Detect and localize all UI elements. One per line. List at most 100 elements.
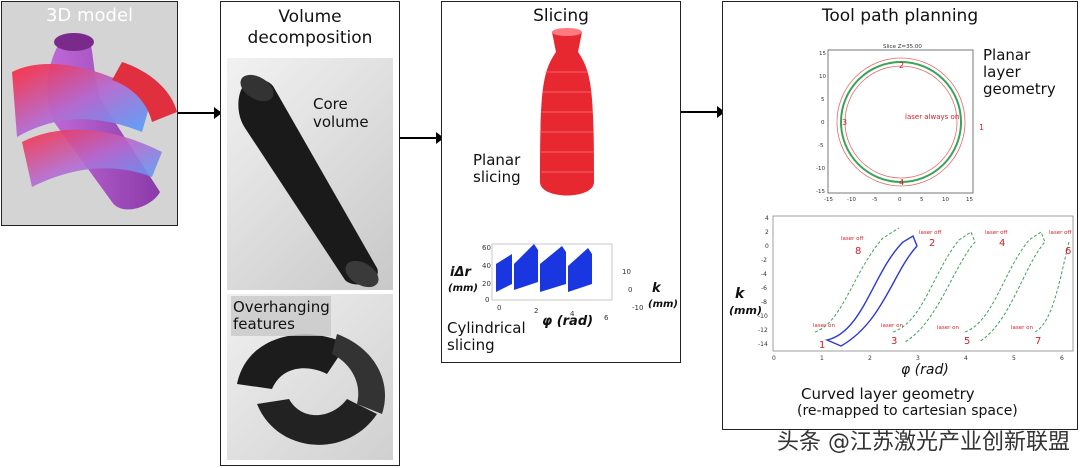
arrow-right-icon: [400, 132, 444, 144]
model-title: 3D model: [45, 5, 134, 26]
overhang-label-line2: features: [233, 315, 295, 333]
plot-ytick-60: 60: [482, 244, 491, 252]
curved-ytick-m8: -8: [761, 299, 767, 306]
curved-laser-on-4: laser on: [1011, 325, 1034, 331]
planar-layer-label-line2: layer: [983, 63, 1021, 81]
curved-laser-off-4: laser off: [1049, 230, 1072, 236]
planar-layer-label-line1: Planar: [983, 46, 1031, 64]
curved-ytick-m6: -6: [761, 285, 767, 292]
curved-laser-off-1: laser off: [841, 236, 864, 242]
core-label-line2: volume: [313, 113, 369, 131]
curved-paths-green: [814, 227, 1070, 343]
plot-xtick-2: 2: [534, 307, 538, 315]
plot-xtick-0: 0: [497, 304, 501, 312]
cylindrical-slicing-label-line1: Cylindrical: [447, 319, 526, 337]
circle-ytick-15: 15: [819, 51, 826, 57]
panel-slicing: Slicing Planar slicing 60 40 20 0 0 2 4 …: [441, 1, 681, 363]
circle-xtick-10: 10: [942, 197, 949, 203]
curved-point-6: 6: [1065, 246, 1071, 257]
curved-ytick-0: 0: [765, 243, 769, 250]
curved-ytick-2: 2: [765, 229, 769, 236]
curved-point-8: 8: [855, 246, 861, 257]
curved-ytick-4: 4: [765, 215, 769, 222]
model-render: [12, 33, 177, 210]
curved-ytick-m12: -12: [758, 327, 768, 334]
curved-ytick-m10: -10: [758, 313, 768, 320]
plot-ytick-40: 40: [482, 262, 491, 270]
curved-layer-plot: 4 2 0 -2 -4 -6 -8 -10 -12 -14 0 1 2 3 4 …: [758, 215, 1074, 362]
planar-layer-plot: 15 10 5 0 -5 -10 -15 -15 -10 -5 0 5 10 1…: [816, 44, 984, 203]
curved-caption-line2: (re-mapped to cartesian space): [797, 403, 1018, 419]
cylindrical-slicing-label-line2: slicing: [447, 336, 495, 354]
curved-xtick-0: 0: [772, 355, 776, 362]
cylindrical-slices: [496, 244, 592, 292]
plot-xtick-6: 6: [604, 314, 609, 322]
circle-point-1: 1: [979, 123, 984, 132]
plot-klabel: k: [652, 281, 661, 296]
circle-xtick-15: 15: [966, 197, 973, 203]
plot-xlabel: φ (rad): [542, 314, 594, 329]
circle-point-4: 4: [899, 178, 904, 187]
plot-ktick-10: 10: [622, 268, 631, 276]
plot-ktick-0: 0: [628, 286, 632, 294]
curved-laser-on-2: laser on: [881, 323, 904, 329]
plot-ylabel: iΔr: [450, 265, 471, 280]
core-volume-image: Core volume: [227, 58, 393, 290]
planar-slicing-label-line1: Planar: [473, 151, 521, 169]
curved-point-2: 2: [929, 238, 935, 249]
volume-title-line1: Volume: [278, 7, 342, 27]
curved-laser-on-3: laser on: [937, 325, 960, 331]
circle-xtick-m5: -5: [872, 197, 878, 203]
circle-ytick-5: 5: [821, 97, 825, 103]
slicing-title: Slicing: [533, 6, 589, 26]
planar-layer-label-line3: geometry: [983, 80, 1056, 98]
plot-xtick-4: 4: [570, 310, 575, 318]
overhang-image: Overhanging features: [227, 294, 393, 460]
circle-ytick-10: 10: [819, 74, 826, 80]
curved-xlabel: φ (rad): [901, 362, 949, 378]
circle-xtick-m10: -10: [847, 197, 856, 203]
volume-title-line2: decomposition: [247, 28, 373, 48]
curved-xtick-4: 4: [964, 355, 968, 362]
curved-laser-on-1: laser on: [813, 323, 836, 329]
arrow-right-icon: [178, 107, 222, 119]
panel-3d-model: 3D model: [1, 1, 178, 226]
plot-kunit: (mm): [648, 299, 678, 310]
curved-point-5: 5: [964, 336, 970, 347]
curved-caption-line1: Curved layer geometry: [801, 385, 975, 403]
circle-point-2: 2: [899, 61, 904, 70]
arrow-right-icon: [681, 106, 725, 118]
overhang-label-line1: Overhanging: [233, 298, 330, 316]
circle-ytick-0: 0: [821, 120, 825, 126]
panel-tool-path-planning: Tool path planning 15 10 5 0 -5 -10 -15 …: [722, 1, 1078, 430]
curved-yunit: (mm): [729, 304, 762, 317]
curved-laser-off-2: laser off: [919, 230, 942, 236]
circle-xtick-0: 0: [898, 197, 902, 203]
plot-ytick-20: 20: [482, 280, 491, 288]
curved-xtick-6: 6: [1060, 355, 1064, 362]
overhang-label-box: [231, 296, 331, 336]
circle-xtick-5: 5: [920, 197, 924, 203]
panel-volume-decomposition: Volume decomposition Core volume Overhan…: [220, 1, 400, 466]
curved-point-3: 3: [891, 336, 897, 347]
circle-ytick-m10: -10: [816, 166, 825, 172]
circle-laser-note: laser always on: [905, 113, 959, 121]
curved-point-1: 1: [819, 340, 825, 351]
plot-yunit: (mm): [448, 283, 478, 294]
curved-ytick-m2: -2: [761, 257, 767, 264]
curved-ytick-m14: -14: [758, 341, 768, 348]
curved-point-7: 7: [1035, 336, 1041, 347]
curved-laser-off-3: laser off: [985, 230, 1008, 236]
circle-ytick-m15: -15: [816, 189, 825, 195]
circle-xtick-m15: -15: [824, 197, 833, 203]
planar-slice-render: [540, 28, 594, 196]
plot-ktick-m10: -10: [632, 304, 643, 312]
planar-slicing-label-line2: slicing: [473, 168, 521, 186]
circle-ytick-m5: -5: [818, 143, 824, 149]
toolpath-title: Tool path planning: [821, 6, 979, 26]
watermark: 头条 @江苏激光产业创新联盟: [777, 430, 1070, 455]
curved-ytick-m4: -4: [761, 271, 767, 278]
curved-point-4: 4: [999, 238, 1005, 249]
curved-xtick-2: 2: [868, 355, 872, 362]
curved-xtick-1: 1: [820, 355, 824, 362]
